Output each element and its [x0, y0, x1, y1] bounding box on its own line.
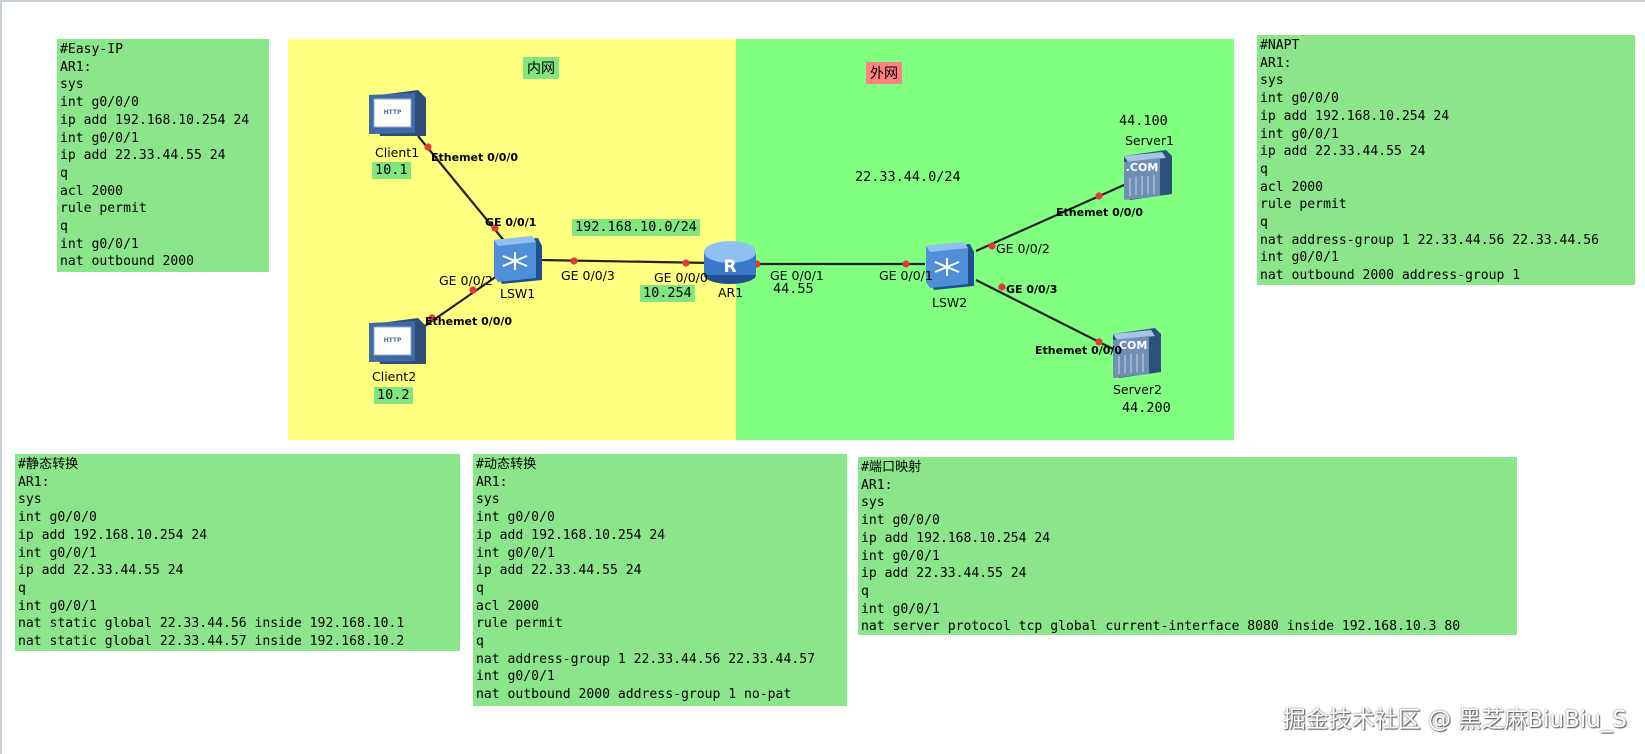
ar1-inside-ip: 10.254	[640, 285, 695, 302]
server1-icon[interactable]: .COM	[1124, 150, 1172, 200]
port-dot-lsw1-right	[570, 257, 578, 265]
port-dot-lsw1-top	[491, 224, 499, 232]
outer-network-label: 外网	[866, 62, 902, 84]
ar1-outside-ip: 44.55	[773, 281, 814, 297]
port-dots	[424, 143, 1103, 346]
outer-subnet-label: 22.33.44.0/24	[855, 169, 961, 185]
client2-port-label: Ethemet 0/0/0	[425, 315, 513, 328]
port-dot-server1	[1095, 192, 1103, 200]
napt-config-block: #NAPT AR1: sys int g0/0/0 ip add 192.168…	[1257, 35, 1635, 285]
lsw1-ge3-label: GE 0/0/3	[561, 268, 615, 283]
window-frame-top	[0, 0, 1645, 2]
client1-icon[interactable]: HTTP	[369, 90, 426, 136]
port-dot-lsw1-bottom	[469, 286, 477, 294]
port-dot-lsw2-left	[902, 260, 910, 268]
server1-ip: 44.100	[1119, 113, 1168, 129]
server1-badge: .COM	[1126, 161, 1159, 174]
server2-ip: 44.200	[1122, 400, 1171, 416]
lsw1-ge1-label: GE 0/0/1	[485, 216, 537, 229]
client1-name: Client1	[375, 145, 420, 160]
lsw1-switch-icon[interactable]	[494, 236, 542, 284]
client2-icon[interactable]: HTTP	[369, 318, 426, 364]
client1-ip: 10.1	[372, 162, 411, 179]
server2-port-label: Ethemet 0/0/0	[1035, 344, 1123, 357]
port-mapping-config-block: #端口映射 AR1: sys int g0/0/0 ip add 192.168…	[858, 457, 1517, 635]
ar1-ge1-label: GE 0/0/1	[770, 268, 824, 283]
lsw2-ge2-label: GE 0/0/2	[996, 241, 1050, 256]
server2-badge: .COM	[1115, 339, 1148, 352]
server1-name: Server1	[1125, 133, 1174, 148]
dynamic-nat-config-block: #动态转换 AR1: sys int g0/0/0 ip add 192.168…	[473, 454, 847, 706]
server2-name: Server2	[1113, 382, 1162, 397]
port-dot-lsw2-top	[988, 242, 996, 250]
watermark: 掘金技术社区 @ 黑芝麻BiuBiu_S	[1282, 707, 1627, 733]
ar1-router-icon[interactable]: R	[704, 241, 756, 284]
lsw1-name: LSW1	[500, 286, 536, 301]
easy-ip-config-block: #Easy-IP AR1: sys int g0/0/0 ip add 192.…	[57, 39, 269, 272]
lsw2-switch-icon[interactable]	[926, 242, 974, 290]
client2-ip: 10.2	[374, 387, 413, 404]
port-dot-lsw2-bottom	[998, 283, 1006, 291]
inner-network-label: 内网	[523, 57, 559, 79]
server1-port-label: Ethemet 0/0/0	[1056, 206, 1144, 219]
inner-subnet-label: 192.168.10.0/24	[572, 219, 700, 236]
lsw2-name: LSW2	[932, 295, 968, 310]
port-dot-client2	[428, 314, 436, 322]
static-nat-config-block: #静态转换 AR1: sys int g0/0/0 ip add 192.168…	[15, 454, 460, 651]
port-dot-server2	[1095, 338, 1103, 346]
link-lsw2-server2	[975, 279, 1114, 350]
server2-icon[interactable]: .COM	[1113, 328, 1161, 378]
lsw1-ge2-label: GE 0/0/2	[439, 273, 493, 288]
port-dot-ar1-left	[682, 259, 690, 267]
ar1-router-glyph: R	[723, 257, 736, 277]
window-frame-left	[0, 0, 2, 754]
ar1-ge0-label: GE 0/0/0	[654, 270, 708, 285]
port-dot-client1	[424, 143, 432, 151]
ar1-name: AR1	[718, 285, 744, 300]
client1-screen-text: HTTP	[384, 109, 402, 116]
client2-screen-text: HTTP	[384, 337, 402, 344]
client2-name: Client2	[372, 369, 417, 384]
lsw2-ge1-label: GE 0/0/1	[879, 268, 933, 283]
client1-port-label: Ethemet 0/0/0	[431, 151, 519, 164]
lsw2-ge3-label: GE 0/0/3	[1006, 283, 1058, 296]
